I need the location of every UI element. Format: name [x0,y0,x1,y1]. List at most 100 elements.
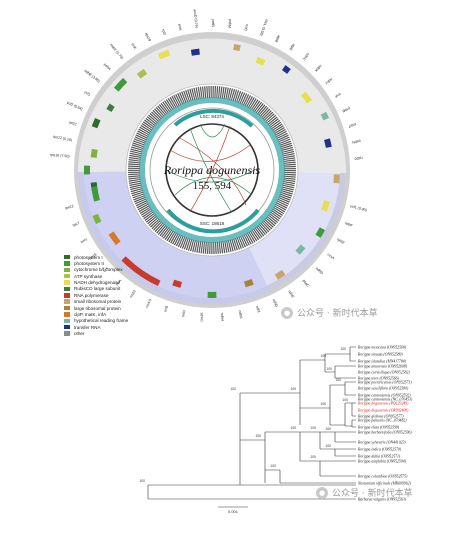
taxon-label: Rorippa mexicana (ON952568) [357,345,407,349]
bootstrap-value: 100 [326,367,332,371]
taxon-label: Rorippa indica (ON952570) [357,447,402,451]
gene-label: atpB [274,35,281,44]
gene-label: ndhH [220,313,225,322]
legend-label: RubisCO large subunit [74,286,121,292]
gene-label: psbB [341,106,351,113]
legend-item: small ribosomal protein [64,299,214,305]
gene-label: ndhC [301,52,310,61]
legend-item: large ribosomal protein [64,305,214,311]
legend-swatch [64,293,70,298]
legend-item: hypothetical reading frame [64,318,214,324]
legend-swatch [64,267,70,273]
gene-block [108,231,121,246]
legend-item: photosystem II [64,260,214,266]
gene-label: ccsA [327,252,336,260]
gene-block [255,56,266,66]
taxon-label: Rorippa globosa (ON952577) [357,414,404,418]
legend-item: transfer RNA [64,324,214,330]
gene-label: rpl2 [161,29,167,36]
gene-block [274,269,286,280]
gene-label: trnI [103,266,110,272]
legend-label: large ribosomal protein [74,305,121,311]
gene-label: psbM [227,19,232,28]
taxon-label: Rorippa dogunensis (PQ129249) [357,401,409,405]
gene-block [243,278,254,288]
legend-item: RubisCO large subunit [64,286,214,292]
species-name: Rorippa dogunensis [163,163,261,177]
gene-block [324,138,332,148]
gene-label: rrn16 [88,252,97,260]
gene-label: rrn4.5 [145,298,153,308]
legend-swatch [64,331,70,336]
wechat-icon: ● [316,486,328,499]
gene-block [320,111,329,121]
taxon-label: Rorippa teres (ON952566) [357,376,400,380]
gene-label: matK (2.75) [109,43,124,60]
taxon-label: Rorippa dogunensis (OR992408) [357,408,409,412]
gene-label: ndhD [315,266,324,275]
gene-block [121,256,161,287]
gene-label: trnN [181,310,186,318]
legend-label: photosystem II [74,260,104,266]
legend-swatch [64,273,70,279]
gene-block [333,174,340,184]
gene-label: psbA [103,62,112,71]
taxon-label: Rorippa cantoniensis (ON952592) [357,393,411,397]
taxon-label: Rorippa portoricensis (ON952573) [357,380,412,384]
gene-block [320,199,330,212]
watermark-bottom: ● 公众号 · 新时代本草 [316,486,413,499]
gene-block [113,77,128,92]
taxon-label: Rorippa amphibia (ON952594) [357,459,407,463]
legend-swatch [64,280,70,285]
bootstrap-value: 100 [290,426,296,430]
taxon-label: Barbarea vulgaris (ON952563) [358,497,407,501]
gene-label: rps12 [64,204,74,210]
gene-label: psaC [302,279,311,288]
gene-block [157,49,171,60]
bootstrap-value: 100 [320,402,326,406]
legend-swatch [64,318,70,324]
gene-block [190,48,200,56]
gene-label: rrn5 [163,305,169,312]
taxon-label: Rorippa sessiliflora (ON952580) [357,386,409,390]
legend-swatch [64,324,70,330]
taxon-label: Rorippa barbareifolia (ON952596) [357,430,412,434]
legend-label: hypothetical reading frame [74,318,129,324]
gene-label: ndhI [255,305,261,313]
taxon-label: Rorippa dubia (ON952571) [357,454,401,458]
gene-label: rps12 (0.16) [53,135,73,143]
legend-swatch [64,286,70,292]
gene-label: ndhB (3.85) [83,69,100,84]
gene-label: petN [211,19,215,27]
legend-swatch [64,261,70,266]
repeat-chords [165,123,259,214]
bootstrap-value: 100 [270,464,276,468]
bootstrap-value: 100 [320,354,326,358]
gene-label: psbT [347,122,357,129]
taxon-label: Nasturtium officinale (MK609962) [357,481,412,485]
taxon-label: Rorippa columbiae (ON952575) [357,474,408,478]
taxon-label: Rorippa cantoniensis (NC_070453) [357,397,413,401]
taxon-label: Rorippa islandica (MN417784) [357,359,407,363]
gene-block [106,103,115,113]
gene-block [172,279,182,288]
bootstrap-value: 100 [230,387,236,391]
legend-label: transfer RNA [74,324,101,330]
gene-block [281,65,291,74]
legend-label: NADH dehydrogenase [74,280,120,286]
gene-label: ndhA [238,310,244,320]
legend-label: clpP, matK, infA [74,311,107,317]
gene-label: ycf1 [83,90,91,97]
gene-label: atpE [288,43,296,52]
bootstrap-value: 100 [325,427,331,431]
legend-label: other [74,331,85,337]
legend-item: other [64,331,214,337]
taxon-label: Rorippa sylvestris (ON441023) [357,440,406,444]
gene-label: ycf2 (0.64) [66,101,83,112]
gene-block [295,244,306,255]
genome-length: 155, 594 [193,180,232,192]
legend-item: ATP synthase [64,273,214,279]
gene-label: ycf1 (0.40) [350,204,367,212]
